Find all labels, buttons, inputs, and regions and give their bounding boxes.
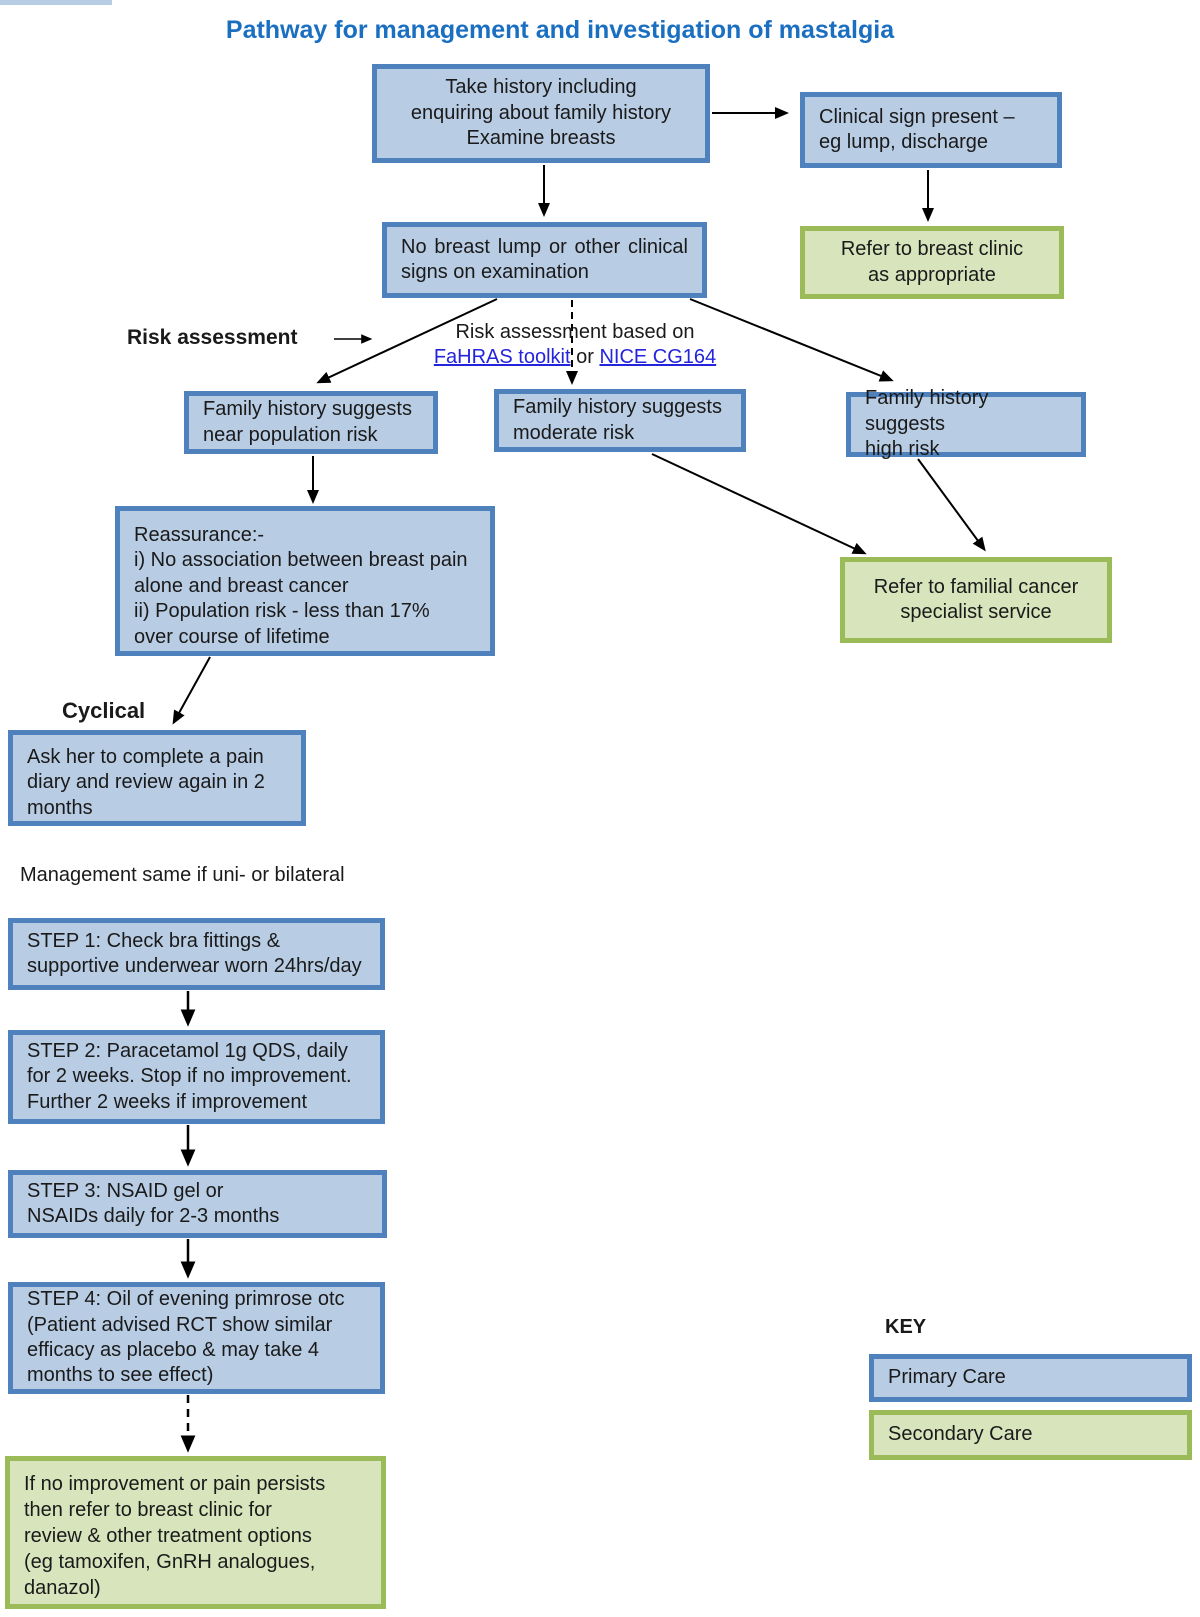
page-title: Pathway for management and investigation… (225, 16, 895, 44)
node-family-moderate-risk: Family history suggests moderate risk (494, 389, 746, 452)
node-refer-familial-cancer: Refer to familial cancer specialist serv… (840, 557, 1112, 643)
arrow-reassurance-to-pain-diary (172, 656, 211, 725)
cyclical-label: Cyclical (62, 698, 146, 723)
node-step4: STEP 4: Oil of evening primrose otc (Pat… (8, 1282, 385, 1394)
arrow-moderate-to-familial (651, 453, 867, 555)
risk-note-line1: Risk assessment based on (455, 321, 695, 343)
node-family-near-population-risk: Family history suggests near population … (184, 391, 438, 454)
node-family-high-risk: Family history suggests high risk (846, 387, 1086, 460)
node-refer-breast-clinic: Refer to breast clinic as appropriate (800, 226, 1064, 299)
node-clinical-sign: Clinical sign present – eg lump, dischar… (800, 92, 1062, 168)
node-step3: STEP 3: NSAID gel or NSAIDs daily for 2-… (8, 1170, 387, 1238)
nice-cg164-link[interactable]: NICE CG164 (599, 346, 717, 368)
node-take-history: Take history including enquiring about f… (372, 64, 710, 163)
node-step1: STEP 1: Check bra fittings & supportive … (8, 918, 385, 990)
arrow-no-lump-to-near-risk (316, 298, 498, 384)
risk-assessment-note: Risk assessment based on FaHRAS toolkit … (420, 320, 730, 370)
fahras-toolkit-link[interactable]: FaHRAS toolkit (433, 346, 571, 368)
arrow-high-to-familial (917, 458, 986, 552)
risk-note-or: or (576, 346, 594, 368)
node-pain-diary: Ask her to complete a pain diary and rev… (8, 730, 306, 826)
key-primary-care: Primary Care (869, 1354, 1192, 1402)
management-note: Management same if uni- or bilateral (20, 864, 345, 886)
node-no-breast-lump: No breast lump or other clinical signs o… (382, 222, 707, 298)
top-left-blue-strip (0, 0, 112, 5)
node-step2: STEP 2: Paracetamol 1g QDS, daily for 2 … (8, 1030, 385, 1124)
key-secondary-care: Secondary Care (869, 1410, 1192, 1460)
risk-assessment-label: Risk assessment (127, 326, 298, 349)
arrow-no-lump-to-high-risk (689, 298, 894, 382)
node-reassurance: Reassurance:- i) No association between … (115, 506, 495, 656)
key-label: KEY (885, 1316, 927, 1338)
node-refer-no-improvement: If no improvement or pain persists then … (5, 1456, 386, 1609)
